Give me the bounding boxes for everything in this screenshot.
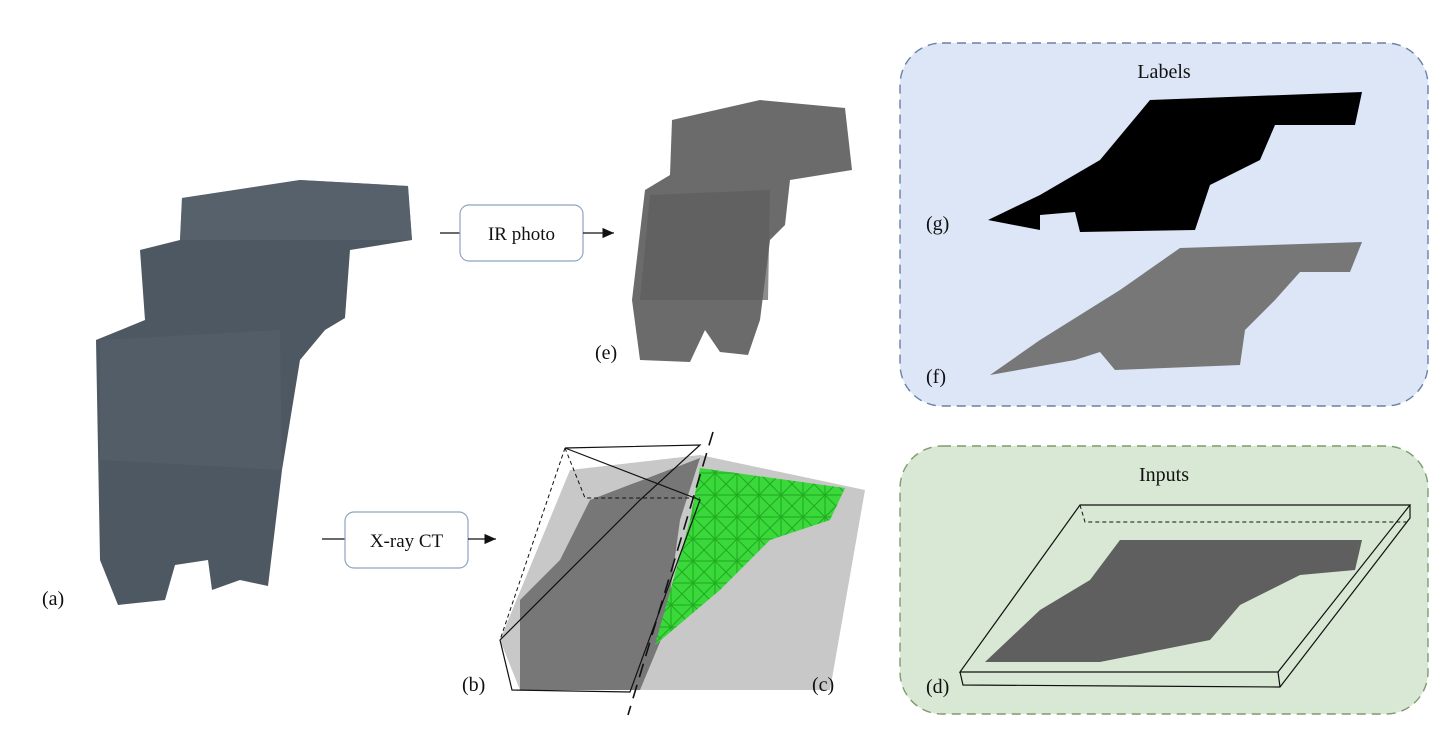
ct-volume (499, 431, 865, 716)
ir-photo-label: IR photo (488, 224, 555, 245)
xray-ct-label: X-ray CT (370, 531, 444, 552)
label-c: (c) (812, 674, 834, 696)
label-e: (e) (595, 342, 617, 364)
label-a: (a) (42, 588, 64, 610)
mesh-overlay (655, 468, 845, 645)
label-f: (f) (926, 366, 946, 388)
inputs-title: Inputs (1139, 464, 1189, 486)
labels-panel: Labels (g) (f) (899, 42, 1429, 407)
xray-ct-box (344, 511, 469, 569)
label-d: (d) (926, 676, 949, 698)
inputs-panel: Inputs (d) (899, 445, 1429, 715)
cut-plane-line (627, 431, 714, 716)
ir-layer (990, 242, 1362, 375)
label-mask (988, 92, 1362, 232)
papyrus-fragment-photo (96, 180, 412, 605)
ir-image-fragment (632, 100, 852, 362)
label-b: (b) (462, 674, 485, 696)
input-ct-slice (985, 540, 1362, 662)
label-g: (g) (926, 213, 949, 235)
labels-title: Labels (1137, 61, 1191, 83)
